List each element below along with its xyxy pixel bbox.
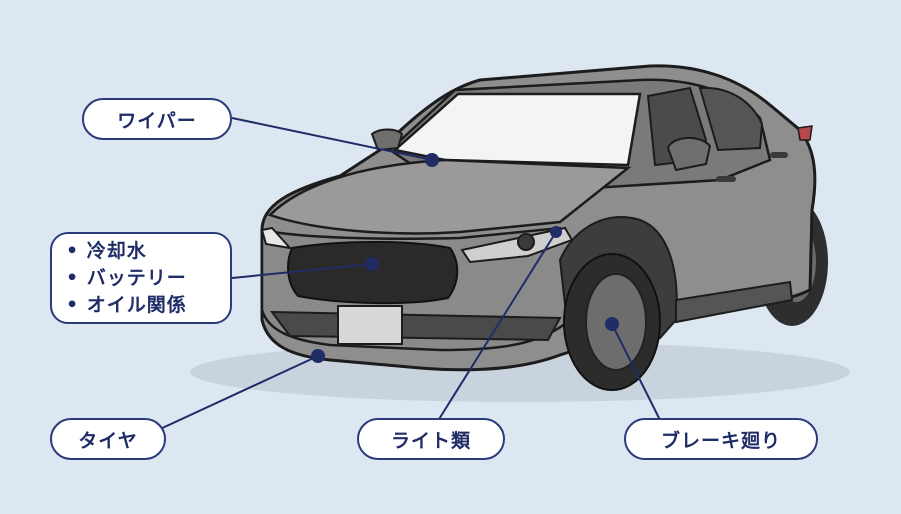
tire-label: タイヤ <box>50 418 166 460</box>
lower-intake <box>269 310 562 342</box>
light-label: ライト類 <box>357 418 505 460</box>
right-headlight <box>460 226 574 264</box>
pointer-line-wiper <box>231 117 433 161</box>
door-handle-rear <box>770 152 788 158</box>
brake-label: ブレーキ廻り <box>624 418 818 460</box>
pointer-dot-tire <box>311 349 325 363</box>
pointer-lines <box>157 117 663 431</box>
right-mirror <box>666 137 712 172</box>
pointer-dot-wiper <box>425 153 439 167</box>
engine-item-coolant: 冷却水 <box>66 238 147 265</box>
left-mirror <box>370 128 404 152</box>
pointer-dot-light <box>550 226 562 238</box>
pointer-dots <box>311 153 619 363</box>
engine-label: 冷却水 バッテリー オイル関係 <box>50 232 232 324</box>
engine-item-battery: バッテリー <box>66 265 187 292</box>
engine-item-oil: オイル関係 <box>66 292 187 319</box>
headlight-lens <box>517 233 535 251</box>
left-headlight <box>260 226 293 250</box>
rear-side-window <box>698 86 764 152</box>
pointer-line-tire <box>157 355 319 431</box>
grille <box>287 241 459 305</box>
pointer-dot-engine <box>365 257 379 271</box>
pointer-dot-brake <box>605 317 619 331</box>
door-handle-front <box>716 176 736 182</box>
hood <box>267 158 632 235</box>
wiper-label: ワイパー <box>82 98 232 140</box>
taillight <box>797 125 813 141</box>
pointer-line-light <box>435 231 557 425</box>
pointer-line-brake <box>611 323 663 425</box>
rocker-panel <box>675 280 794 324</box>
license-plate <box>337 305 403 345</box>
pointer-line-engine <box>231 263 373 279</box>
